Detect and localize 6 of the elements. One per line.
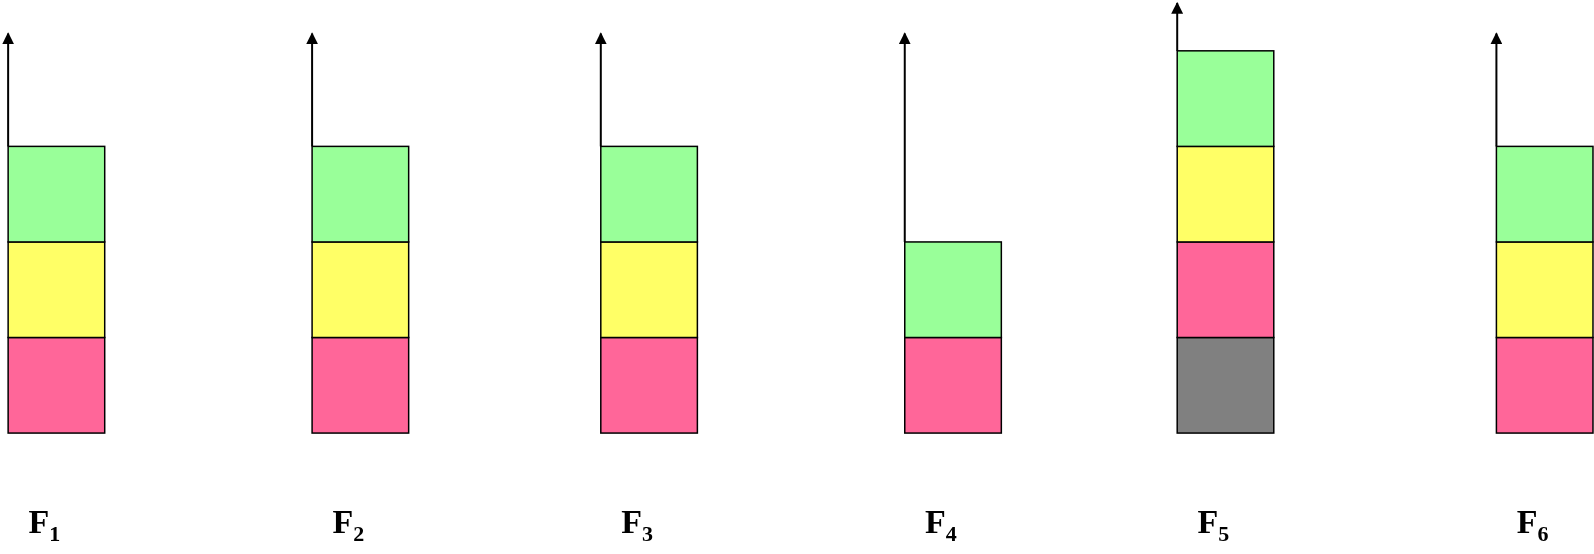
stack-label: F$_{3}$ (621, 505, 653, 546)
stack-label: F$_{6}$ (1516, 505, 1549, 546)
stack-label: F$_{2}$ (332, 505, 365, 546)
stack-label: F$_{5}$ (1197, 505, 1230, 546)
stack-label: F$_{4}$ (925, 505, 957, 546)
stack-label: F$_{1}$ (28, 505, 61, 546)
